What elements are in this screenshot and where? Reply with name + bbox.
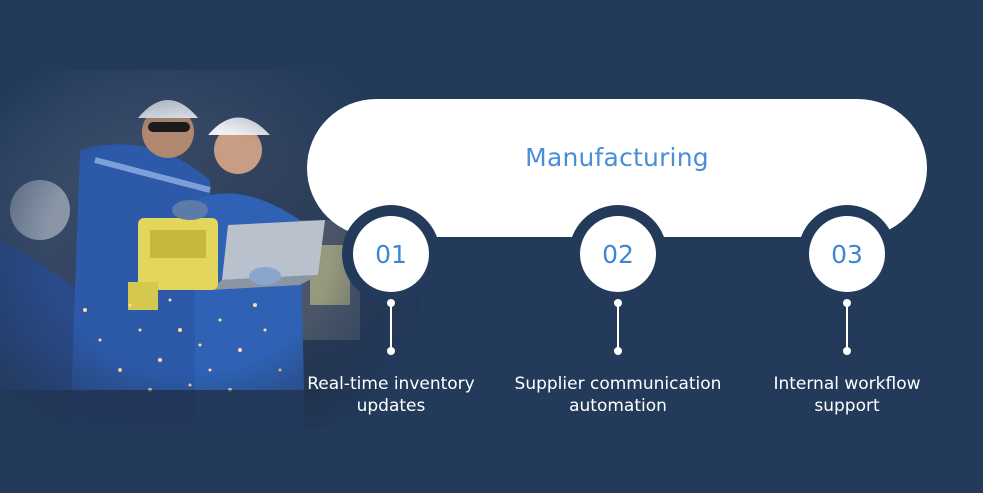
step-label-line1: Real-time inventory [307,374,475,394]
step-number-badge: 02 [580,216,656,292]
step-label: Supplier communication automation [498,373,738,417]
step-label-line1: Internal workflow [773,374,921,394]
step-ring: 02 [569,205,667,303]
step-02: 02 Supplier communication automation [498,205,738,417]
step-label-line2: updates [356,396,426,416]
step-label: Internal workflow support [727,373,967,417]
step-label-line1: Supplier communication [514,374,722,394]
step-connector [612,299,624,355]
step-label-line2: support [814,396,880,416]
step-label-line2: automation [569,396,667,416]
step-ring: 03 [798,205,896,303]
step-label: Real-time inventory updates [271,373,511,417]
step-03: 03 Internal workflow support [727,205,967,417]
step-connector [385,299,397,355]
step-ring: 01 [342,205,440,303]
step-number-badge: 01 [353,216,429,292]
step-01: 01 Real-time inventory updates [271,205,511,417]
step-connector [841,299,853,355]
page-title: Manufacturing [525,142,709,172]
step-number-badge: 03 [809,216,885,292]
